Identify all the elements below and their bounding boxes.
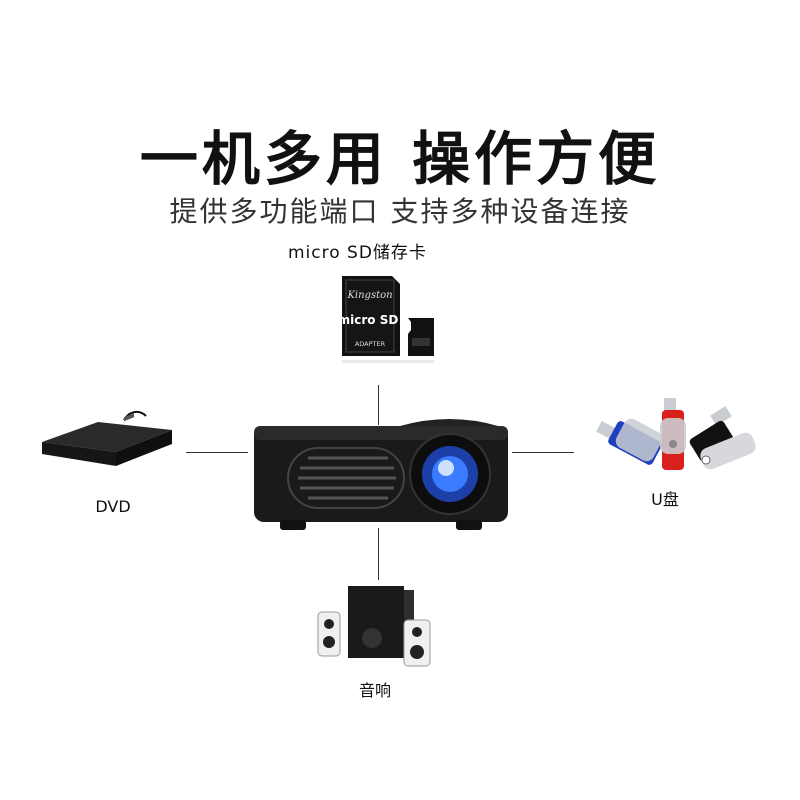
micro-sd-card-icon [408, 318, 434, 356]
usb-drive-red-icon [660, 398, 686, 470]
svg-text:ADAPTER: ADAPTER [355, 340, 386, 348]
svg-text:micro SD: micro SD [338, 313, 399, 327]
projector-lens-icon [409, 433, 491, 515]
vent-grille-icon [287, 447, 405, 509]
connector-bottom [378, 528, 379, 580]
sd-card-image: Kingston micro SD ADAPTER [338, 276, 434, 363]
speakers-image [317, 586, 431, 667]
sd-card-label: micro SD储存卡 [288, 243, 427, 263]
usb-drives-image [596, 398, 756, 470]
connector-right [512, 452, 574, 453]
page-subtitle: 提供多功能端口 支持多种设备连接 [169, 195, 631, 228]
left-speaker-icon [317, 611, 341, 657]
speaker-label: 音响 [358, 681, 391, 700]
dvd-player-image [42, 410, 172, 466]
dvd-label: DVD [95, 497, 131, 516]
svg-text:Kingston: Kingston [346, 290, 392, 301]
usb-drive-silver-icon [689, 406, 756, 470]
connector-left [186, 452, 248, 453]
usb-drive-blue-icon [596, 418, 663, 465]
subwoofer-icon [348, 586, 414, 658]
page-title: 一机多用 操作方便 [139, 125, 661, 193]
sd-adapter-icon: Kingston micro SD ADAPTER [338, 276, 400, 356]
projector-image [254, 419, 508, 530]
connector-top [378, 385, 379, 425]
right-speaker-icon [403, 619, 431, 667]
usb-label: U盘 [651, 490, 679, 509]
